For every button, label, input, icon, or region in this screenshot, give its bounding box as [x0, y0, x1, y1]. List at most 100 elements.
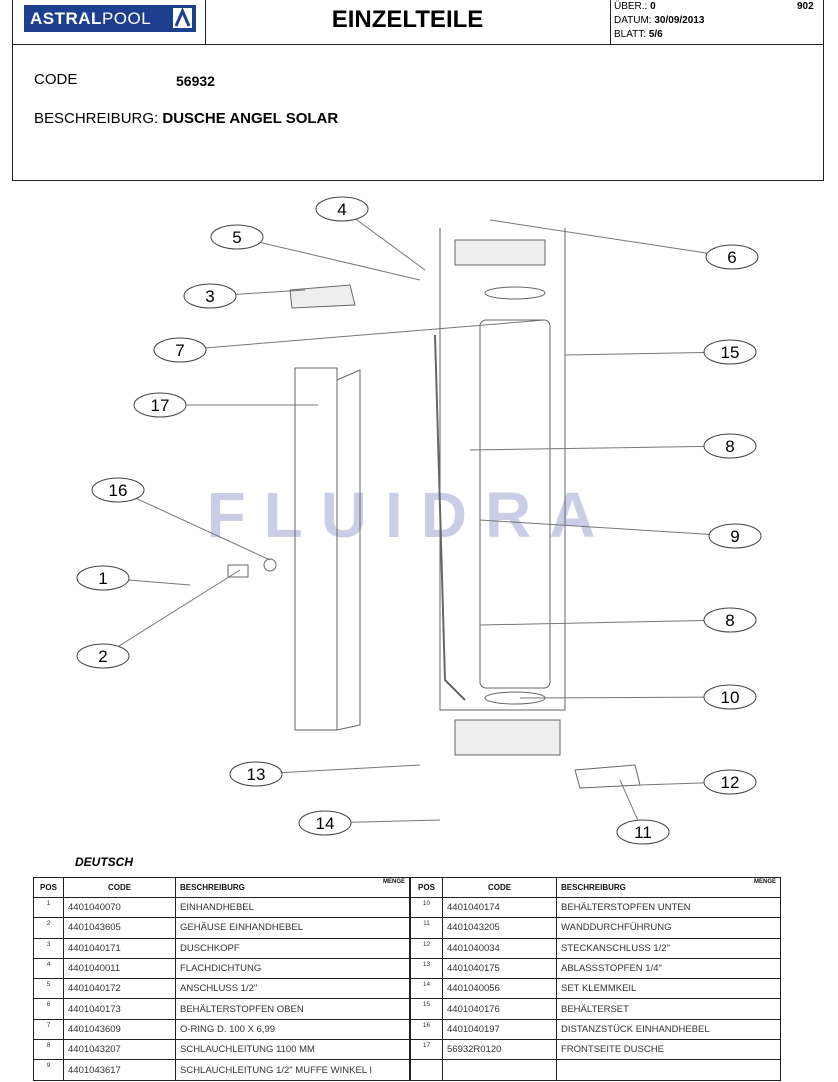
- cell-desc: DISTANZSTÜCK EINHANDHEBEL: [556, 1018, 781, 1041]
- cell-desc: BEHÄLTERSTOPFEN UNTEN: [556, 896, 781, 919]
- leader-line: [469, 445, 731, 451]
- cell-desc: ABLASSSTOPFEN 1/4": [556, 957, 781, 980]
- leader-line: [236, 236, 421, 281]
- cell-pos: 7: [33, 1018, 64, 1041]
- callout-bubble: [708, 523, 762, 549]
- callout-number: 14: [316, 814, 335, 833]
- top-cap: [454, 239, 546, 266]
- callout-number: 2: [98, 647, 107, 666]
- cell-desc: GEHÄUSE EINHANDHEBEL: [175, 917, 410, 939]
- callout-number: 8: [725, 437, 734, 456]
- cell-pos: 2: [33, 917, 64, 939]
- cell-code: 4401043617: [63, 1059, 176, 1081]
- callout-bubble: [76, 565, 130, 591]
- col-code: CODE: [63, 877, 176, 898]
- housing: [227, 564, 249, 578]
- logo-mark-icon: [173, 7, 192, 28]
- cell-desc: WANDDURCHFÜHRUNG: [556, 917, 781, 939]
- tank-outline: [439, 228, 566, 711]
- cell-desc: FRONTSEITE DUSCHE: [556, 1039, 781, 1061]
- callout-number: 8: [725, 611, 734, 630]
- callout-bubble: [703, 433, 757, 459]
- cell-pos: 6: [33, 998, 64, 1020]
- callout-number: 3: [205, 287, 214, 306]
- callout-number: 1: [98, 569, 107, 588]
- blatt: BLATT: 5/6: [614, 29, 663, 40]
- cell-code: 4401040056: [442, 978, 557, 1000]
- cell-code: 4401040011: [63, 957, 176, 980]
- front-panel-side: [336, 369, 361, 731]
- cell-pos: 12: [410, 937, 443, 959]
- astralpool-logo: ASTRALPOOL: [24, 5, 196, 32]
- cell-desc: SCHLAUCHLEITUNG 1100 MM: [175, 1039, 410, 1061]
- description: BESCHREIBURG: DUSCHE ANGEL SOLAR: [34, 110, 339, 127]
- cell-code: 4401040034: [442, 937, 557, 959]
- callout-bubble: [705, 244, 759, 270]
- callout-bubble: [703, 769, 757, 795]
- callout-bubble: [183, 283, 237, 309]
- callout-number: 10: [721, 688, 740, 707]
- uber: ÜBER.: 0: [614, 1, 656, 13]
- callout-number: 11: [634, 823, 652, 842]
- cell-code: 4401043205: [442, 917, 557, 939]
- cell-code: 4401040070: [63, 896, 176, 919]
- cell-code: 4401040176: [442, 998, 557, 1020]
- hose: [434, 334, 466, 701]
- spacer: [263, 558, 277, 572]
- cell-desc: [556, 1059, 781, 1081]
- fluidra-watermark: FLUIDRA: [207, 479, 614, 551]
- cell-pos: 5: [33, 978, 64, 1000]
- cell-code: [442, 1059, 557, 1081]
- callout-number: 15: [721, 343, 740, 362]
- cell-code: 4401043609: [63, 1018, 176, 1041]
- callout-bubble: [210, 224, 264, 250]
- cell-desc: O-RING D. 100 X 6,99: [175, 1018, 410, 1041]
- callout-number: 7: [175, 341, 184, 360]
- cell-pos: 9: [33, 1059, 64, 1081]
- uber-label: ÜBER.:: [614, 1, 648, 12]
- callout-number: 4: [337, 200, 346, 219]
- divider: [205, 0, 206, 45]
- cell-code: 4401043605: [63, 917, 176, 939]
- cell-desc: FLACHDICHTUNG: [175, 957, 410, 980]
- leader-line: [179, 319, 546, 351]
- tank-cylinder: [479, 319, 551, 689]
- cell-desc: ANSCHLUSS 1/2": [175, 978, 410, 1000]
- cell-pos: 11: [410, 917, 443, 939]
- cell-pos: 3: [33, 937, 64, 959]
- cell-pos: 17: [410, 1039, 443, 1061]
- cell-pos: 16: [410, 1018, 443, 1041]
- leader-line: [564, 351, 731, 356]
- code-label: CODE: [34, 71, 78, 88]
- divider: [610, 0, 611, 45]
- cell-desc: BEHÄLTERSET: [556, 998, 781, 1020]
- callout-bubble: [133, 392, 187, 418]
- callout-bubble: [616, 819, 670, 845]
- callout-number: 5: [232, 228, 241, 247]
- page-title: EINZELTEILE: [331, 6, 484, 33]
- cell-desc: BEHÄLTERSTOPFEN OBEN: [175, 998, 410, 1020]
- leader-line: [489, 219, 733, 258]
- cell-code: 4401040197: [442, 1018, 557, 1041]
- col-pos: POS: [410, 877, 443, 898]
- cell-pos: 13: [410, 957, 443, 980]
- uber-value: 0: [650, 1, 656, 12]
- callout-bubble: [298, 810, 352, 836]
- leader-line: [255, 764, 421, 775]
- language-label: DEUTSCH: [75, 855, 134, 869]
- cell-code: 4401040175: [442, 957, 557, 980]
- cell-pos: 14: [410, 978, 443, 1000]
- callout-bubble: [703, 607, 757, 633]
